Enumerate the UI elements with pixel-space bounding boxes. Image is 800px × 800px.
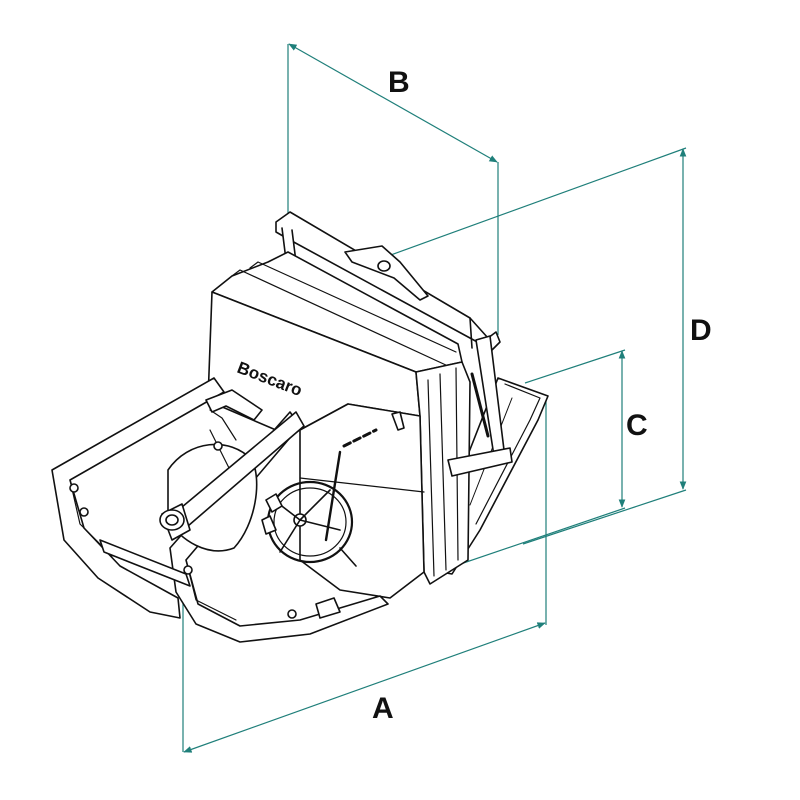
lifting-hook xyxy=(344,245,429,301)
handwheel xyxy=(261,480,357,567)
dimension-a-line xyxy=(183,622,546,753)
concrete-skip-machine xyxy=(51,211,549,643)
dimension-label-d: D xyxy=(690,314,712,347)
dimension-d-ext-bottom xyxy=(522,489,687,545)
left-cradle xyxy=(51,377,225,619)
right-bracket xyxy=(447,447,513,477)
dimension-c-ext-top xyxy=(524,349,626,384)
dimension-lines xyxy=(182,43,687,753)
dimension-c-ext-bottom xyxy=(436,507,626,573)
dimension-label-c: C xyxy=(626,409,648,442)
dimension-b-line xyxy=(288,43,498,163)
dimension-label-a: A xyxy=(372,692,394,725)
dimension-d-ext-top xyxy=(387,147,687,257)
bottom-rail xyxy=(99,539,191,587)
dimension-label-b: B xyxy=(388,66,410,99)
